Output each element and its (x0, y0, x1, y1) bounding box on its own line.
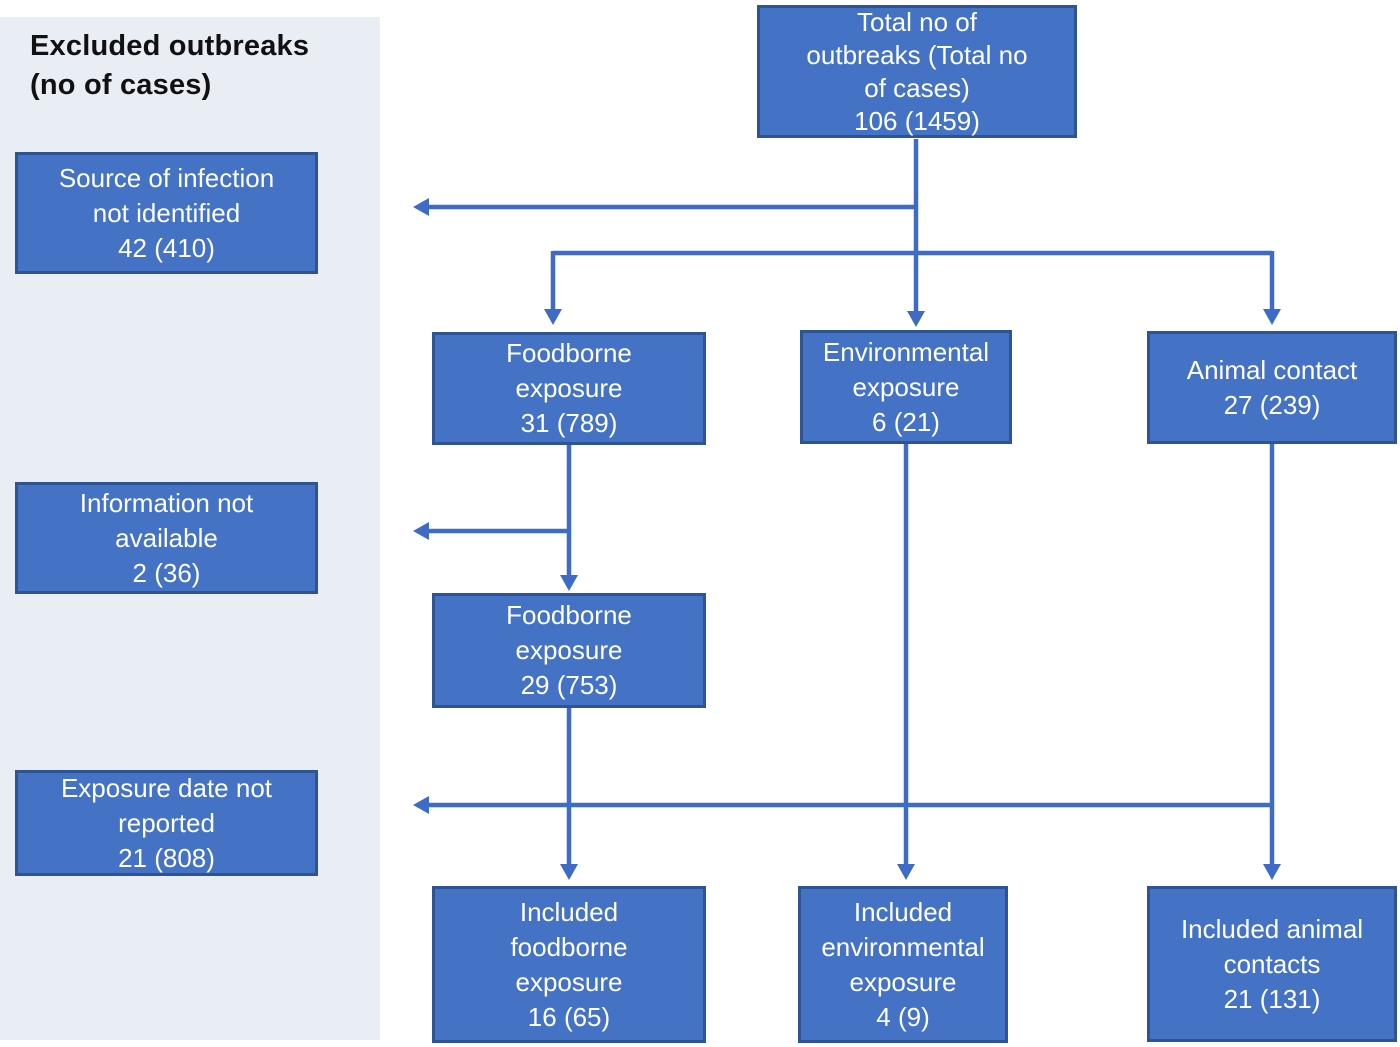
arrow-foodborne-down (560, 445, 578, 591)
arrow-branch-to-foodborne (544, 251, 562, 325)
arrow-environmental-to-included (897, 444, 915, 880)
arrow-total-down (907, 139, 925, 327)
arrow-to-exposure-date-excluded (413, 796, 1272, 814)
excluded-outbreaks-heading: Excluded outbreaks(no of cases) (30, 30, 310, 101)
arrow-foodborne2-to-included (560, 708, 578, 880)
arrow-foodborne-to-info-excluded (413, 522, 569, 540)
arrow-animal-to-included (1263, 444, 1281, 880)
arrow-branch-to-animal-contact (1263, 251, 1281, 325)
arrow-total-to-source-excluded (413, 198, 916, 216)
